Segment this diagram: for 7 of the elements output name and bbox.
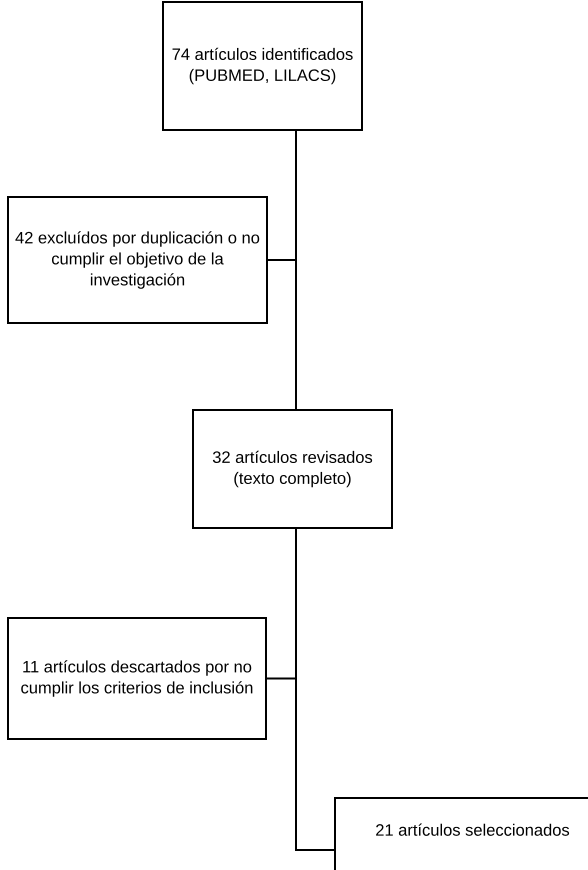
box: 21 artículos seleccionados xyxy=(334,797,588,870)
box: 74 artículos identificados (PUBMED, LILACS) xyxy=(162,1,363,131)
connector-line xyxy=(295,529,334,851)
box: 32 artículos revisados (texto completo) xyxy=(192,409,393,529)
box: 42 excluídos por duplicación o no cumplir el objetivo de la investigación xyxy=(7,196,268,324)
connector-line xyxy=(295,131,297,409)
box: 11 artículos descartados por no cumplir los criterios de inclusión xyxy=(7,617,267,740)
